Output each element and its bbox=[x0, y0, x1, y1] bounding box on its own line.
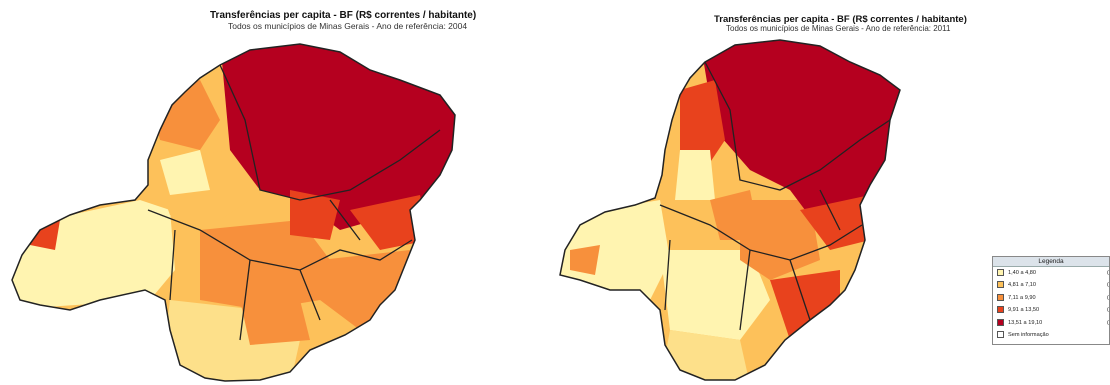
map-panel-2011: Transferências per capita - BF (R$ corre… bbox=[540, 0, 967, 385]
legend-swatch bbox=[997, 269, 1004, 276]
choropleth-map bbox=[11, 43, 456, 382]
legend-count: ( bbox=[1107, 282, 1109, 289]
legend-item: 13,51 a 19,10 ( bbox=[993, 317, 1109, 329]
legend-item: 9,91 a 13,50 ( bbox=[993, 304, 1109, 316]
map-title: Transferências per capita - BF (R$ corre… bbox=[714, 14, 967, 25]
map-subtitle: Todos os municípios de Minas Gerais - An… bbox=[726, 24, 951, 33]
legend-swatch bbox=[997, 293, 1004, 301]
legend-swatch bbox=[997, 306, 1004, 314]
legend-count: ( bbox=[1107, 319, 1109, 326]
legend-item: Sem informação bbox=[993, 329, 1109, 341]
legend-label: 13,51 a 19,10 bbox=[1008, 319, 1043, 326]
legend-title: Legenda bbox=[993, 257, 1109, 267]
map-panel-2004: Transferências per capita - BF (R$ corre… bbox=[0, 0, 476, 385]
legend-label: 7,11 a 9,90 bbox=[1008, 294, 1036, 301]
legend-item: 4,81 a 7,10 ( bbox=[993, 279, 1109, 291]
legend-label: 4,81 a 7,10 bbox=[1008, 282, 1036, 289]
map-subtitle: Todos os municípios de Minas Gerais - An… bbox=[228, 21, 468, 31]
legend-item: 7,11 a 9,90 ( bbox=[993, 292, 1109, 304]
map-legend: Legenda 1,40 a 4,80 ( 4,81 a 7,10 ( 7,11… bbox=[992, 256, 1110, 345]
legend-swatch bbox=[997, 281, 1004, 289]
legend-label: 1,40 a 4,80 bbox=[1008, 270, 1036, 276]
legend-swatch bbox=[997, 330, 1004, 338]
legend-swatch bbox=[997, 318, 1004, 326]
legend-count: ( bbox=[1107, 307, 1109, 314]
choropleth-map bbox=[559, 39, 901, 381]
legend-count: ( bbox=[1107, 270, 1109, 276]
map-title: Transferências per capita - BF (R$ corre… bbox=[210, 10, 477, 21]
legend-count: ( bbox=[1107, 294, 1109, 301]
legend-label: 9,91 a 13,50 bbox=[1008, 307, 1040, 314]
legend-item: 1,40 a 4,80 ( bbox=[993, 267, 1109, 279]
legend-label: Sem informação bbox=[1008, 331, 1049, 338]
